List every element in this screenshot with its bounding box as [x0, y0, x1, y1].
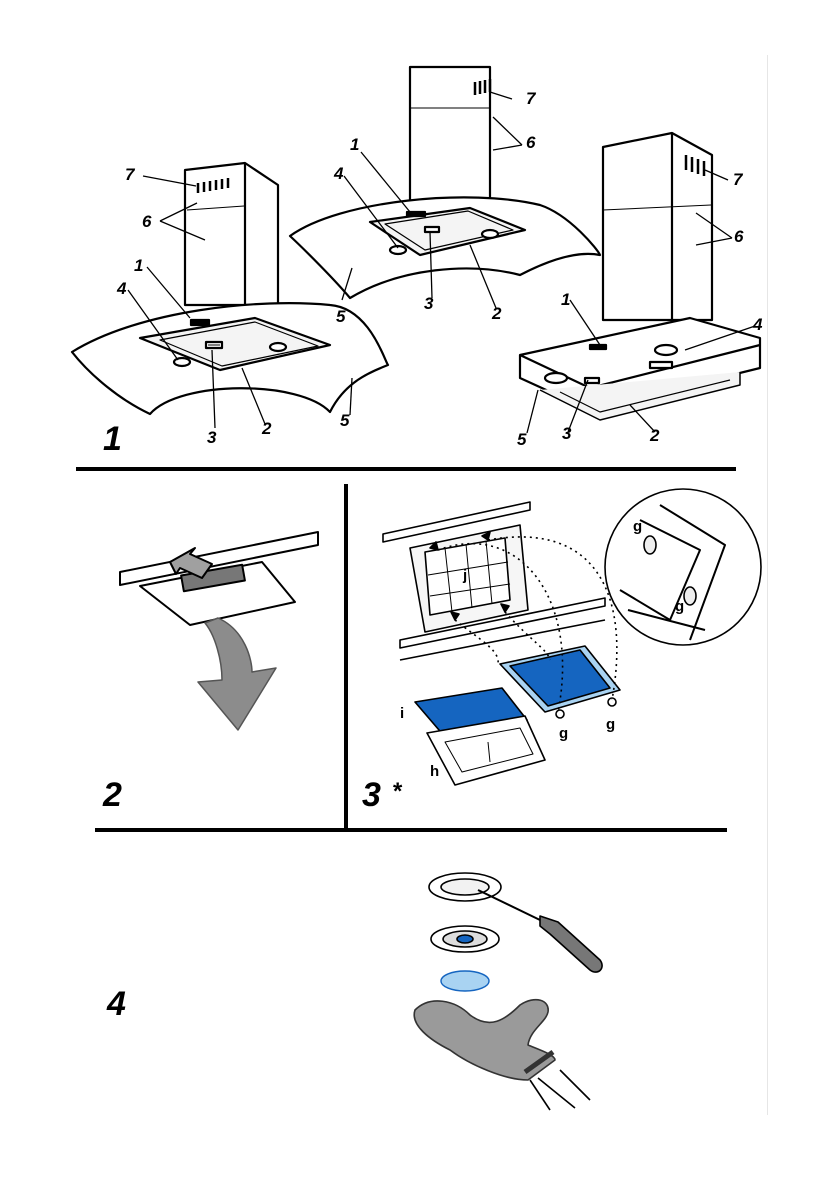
lamp-lens [441, 971, 489, 991]
figure-number-4: 4 [107, 985, 126, 1024]
screwdriver-icon [478, 890, 602, 972]
